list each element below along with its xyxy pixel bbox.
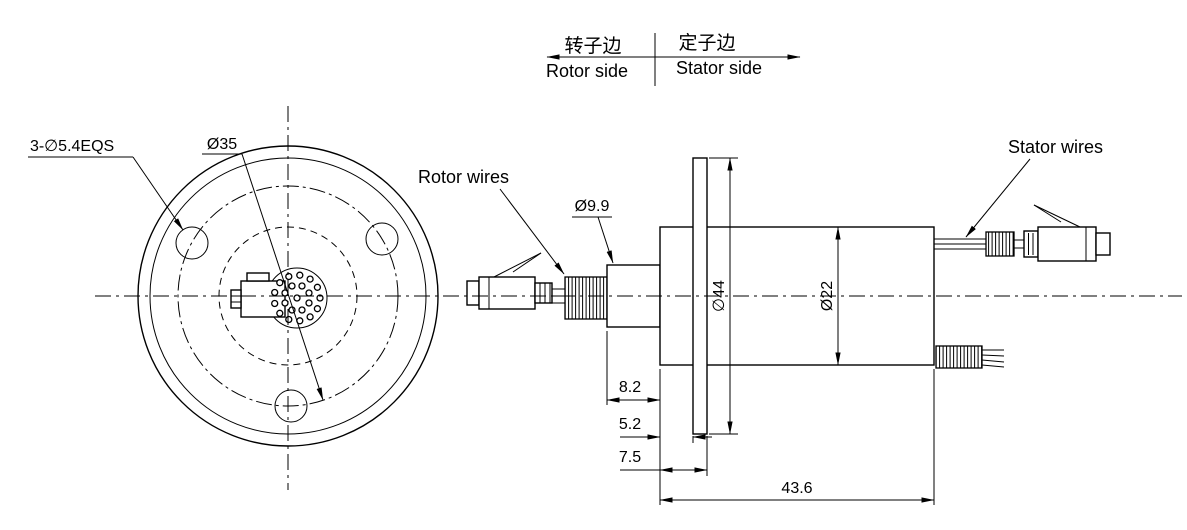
contact-pin [313,283,322,291]
leader-bolt-circle-label: Ø35 [202,136,324,401]
stator-latch-line [1033,204,1062,223]
annotations: 3-∅5.4EQS Ø35 Rotor wires Ø9.9 Stator wi… [28,136,1103,401]
shaft-diameter-label: Ø9.9 [575,198,610,215]
stator-side-en-label: Stator side [676,58,762,78]
holes-label: 3-∅5.4EQS [30,138,114,155]
stator-strain-relief [1023,230,1039,258]
flange-face-text: 7.5 [619,449,641,466]
stator-cable-knurl [985,231,1015,257]
flange-diameter-text: ∅44 [711,280,728,312]
stator-latch-line [1033,204,1081,228]
dim-body-diameter: Ø22 [819,226,841,366]
bolt-circle-label: Ø35 [207,136,237,153]
stator-plug-body [1037,226,1097,262]
leader-line [132,156,184,231]
flange-offset-text: 5.2 [619,416,641,433]
stator-wire-line [981,354,1005,357]
body-diameter-text: Ø22 [819,281,836,311]
rotor-strain-relief [534,282,553,304]
dimensions: ∅44 Ø22 8.2 5.2 7.5 [606,157,935,505]
rotor-latch-line [512,252,542,273]
shaft-stickout-text: 8.2 [619,379,641,396]
rotor-connector [466,252,566,310]
leader-stator-wires: Stator wires [965,137,1103,238]
leader-line [499,188,565,275]
stator-wires-top [934,231,1024,257]
contact-pin [313,305,322,313]
contact-pin [281,299,289,307]
leader-shaft-diameter: Ø9.9 [572,198,614,264]
bolt-holes [175,222,399,423]
leader-holes-label: 3-∅5.4EQS [28,138,184,231]
dim-flange-face: 7.5 [619,449,708,473]
contact-pin [271,299,279,308]
rotor-wires-label: Rotor wires [418,167,509,187]
connector-pins-block [230,289,242,309]
contact-pin [276,309,284,317]
rotor-plug-head [466,280,480,306]
dim-flange-offset: 5.2 [619,416,712,440]
stator-plug-head [1095,232,1111,256]
stator-loose-wires-knurl [935,345,983,369]
bolt-hole [274,389,308,423]
stator-connector [1023,204,1111,262]
stator-wires-bottom [935,345,1005,369]
leader-line [965,158,1031,238]
contact-pin [306,275,314,283]
contact-pin [288,282,296,290]
stator-wire-line [981,364,1005,368]
dim-body-length: 43.6 [659,480,935,503]
bolt-hole [175,226,209,260]
stator-side-cn-label: 定子边 [678,32,735,54]
stator-wire-line [981,359,1005,363]
contact-pin [285,315,293,324]
contact-pin [276,279,284,287]
bolt-hole [365,222,399,256]
dim-flange-diameter: ∅44 [709,157,738,435]
leader-rotor-wires: Rotor wires [418,167,565,275]
orientation-header: 转子边 定子边 Rotor side Stator side [546,32,801,86]
leader-line [241,153,324,401]
leader-line [597,216,614,264]
rotor-latch-line [493,252,542,278]
connector-top-step [246,272,270,282]
contact-pin [298,306,306,314]
contact-pin [271,288,279,297]
rotor-side-cn-label: 转子边 [564,35,621,57]
contact-pin [296,271,304,279]
contact-pin [298,282,306,290]
contact-pin [306,313,314,321]
body-length-text: 43.6 [781,480,812,497]
rotor-plug-body [478,276,536,310]
dim-shaft-stickout: 8.2 [606,379,661,403]
contact-pins [271,271,324,325]
contact-pin [285,272,293,281]
centerlines [95,106,1182,490]
stator-wires-label: Stator wires [1008,137,1103,157]
rotor-cable-knurl [564,276,608,320]
contact-pin [305,299,313,307]
contact-pin [305,289,313,297]
rotor-side-en-label: Rotor side [546,61,628,81]
